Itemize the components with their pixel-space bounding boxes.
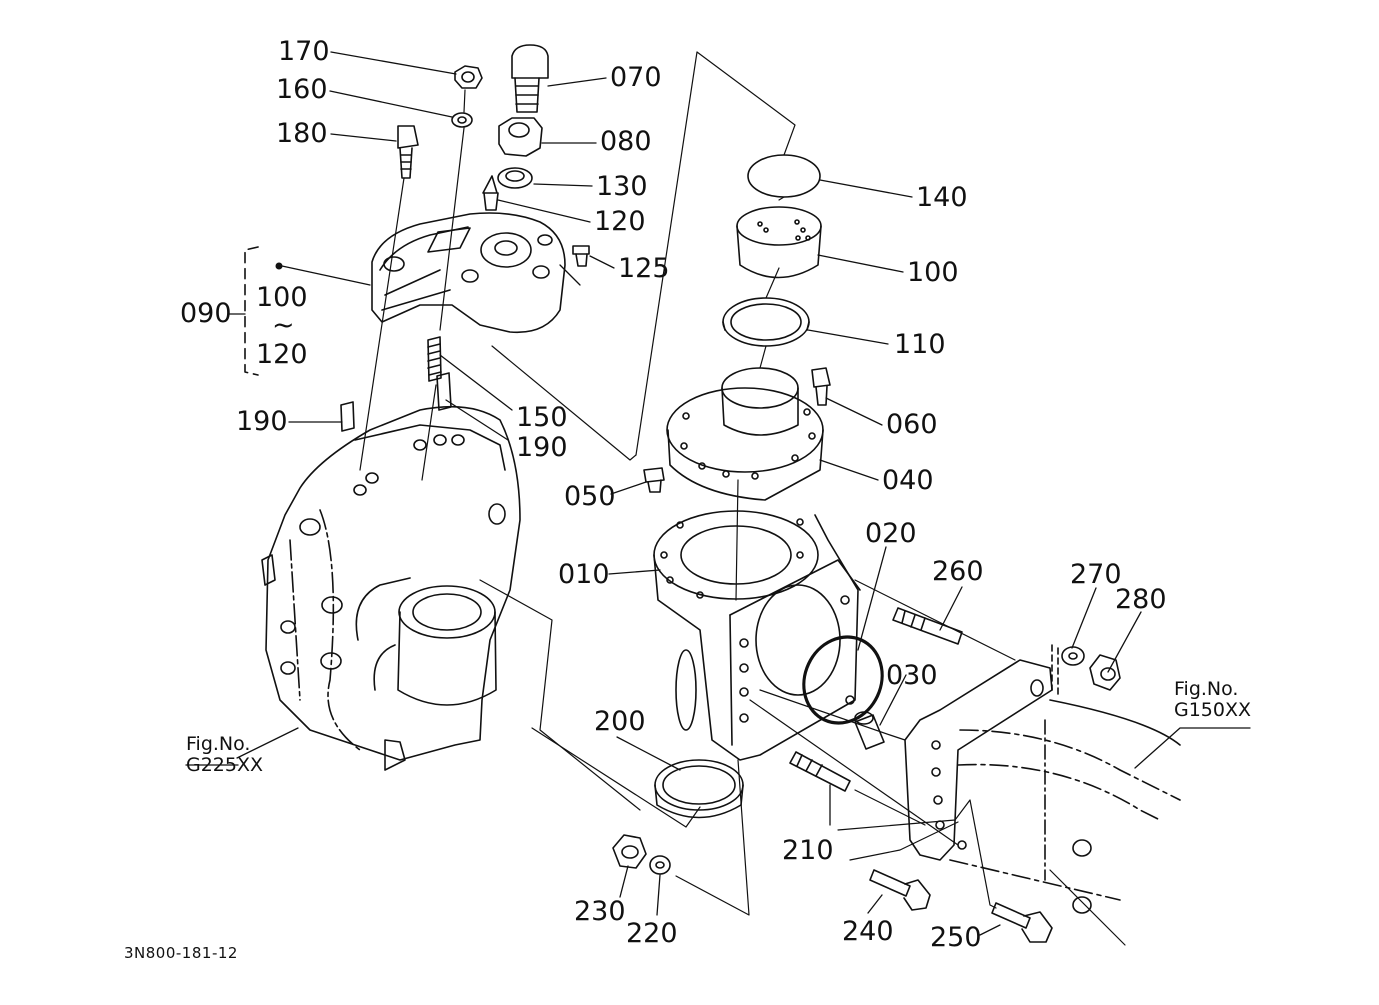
- label-040: 040: [882, 465, 934, 496]
- stud-260: [893, 608, 962, 644]
- assembly-lines: [360, 52, 1125, 945]
- label-220: 220: [626, 918, 678, 949]
- label-030: 030: [886, 660, 938, 691]
- seal-130: [498, 168, 532, 188]
- nut-080: [499, 118, 542, 156]
- label-090: 090: [180, 298, 232, 329]
- bolt-240: [870, 870, 930, 910]
- label-090-to: 120: [256, 339, 308, 370]
- label-050: 050: [564, 481, 616, 512]
- label-110: 110: [894, 329, 946, 360]
- drawing-number: 3N800-181-12: [124, 944, 238, 962]
- label-120: 120: [594, 206, 646, 237]
- frame-g150xx: [905, 645, 1180, 913]
- plug-125: [573, 246, 589, 266]
- label-280: 280: [1115, 584, 1167, 615]
- label-100: 100: [907, 257, 959, 288]
- label-250: 250: [930, 922, 982, 953]
- label-080: 080: [600, 126, 652, 157]
- label-270: 270: [1070, 559, 1122, 590]
- label-240: 240: [842, 916, 894, 947]
- label-070: 070: [610, 62, 662, 93]
- stud-210: [790, 752, 850, 791]
- flange-040: [667, 368, 823, 500]
- bracket-090: [245, 247, 258, 375]
- plug-070: [512, 45, 548, 112]
- label-020: 020: [865, 518, 917, 549]
- label-200: 200: [594, 706, 646, 737]
- leader-lines: [186, 52, 1250, 935]
- ring-110: [723, 298, 809, 346]
- washer-270: [1062, 647, 1084, 665]
- spring-150: [428, 337, 441, 381]
- label-180: 180: [276, 118, 328, 149]
- fig-ref-right-code: G150XX: [1174, 699, 1252, 721]
- label-260: 260: [932, 556, 984, 587]
- bolt-180: [398, 126, 418, 178]
- label-150: 150: [516, 402, 568, 433]
- label-060: 060: [886, 409, 938, 440]
- bushing-100: [737, 207, 821, 278]
- nut-230: [613, 835, 646, 868]
- label-160: 160: [276, 74, 328, 105]
- bolt-060: [812, 368, 830, 405]
- label-130: 130: [596, 171, 648, 202]
- bullet-dot: [275, 262, 283, 270]
- label-170: 170: [278, 36, 330, 67]
- oring-020: [790, 624, 896, 736]
- label-190-left: 190: [236, 406, 288, 437]
- washer-220: [650, 856, 670, 874]
- label-125: 125: [618, 253, 670, 284]
- fig-ref-left-title: Fig.No.: [186, 733, 251, 755]
- label-210: 210: [782, 835, 834, 866]
- label-190-right: 190: [516, 432, 568, 463]
- fig-ref-right-title: Fig.No.: [1174, 678, 1239, 700]
- label-140: 140: [916, 182, 968, 213]
- label-090-from: 100: [256, 282, 308, 313]
- pin-190-left: [341, 402, 354, 431]
- housing-g225xx: [262, 407, 520, 770]
- cover-090: [372, 213, 565, 332]
- washer-160: [452, 113, 472, 127]
- bolt-050: [644, 468, 664, 492]
- nut-280: [1090, 655, 1120, 690]
- label-230: 230: [574, 896, 626, 927]
- grease-nipple-120: [483, 176, 498, 210]
- bolt-250: [992, 903, 1052, 942]
- fig-ref-left-code: G225XX: [186, 754, 264, 776]
- label-010: 010: [558, 559, 610, 590]
- seal-200: [655, 760, 743, 818]
- bushing-030: [855, 712, 884, 749]
- disc-140: [748, 155, 820, 197]
- knuckle-010: [654, 511, 860, 760]
- label-090-tilde: ~: [272, 310, 295, 341]
- nut-170: [455, 66, 482, 88]
